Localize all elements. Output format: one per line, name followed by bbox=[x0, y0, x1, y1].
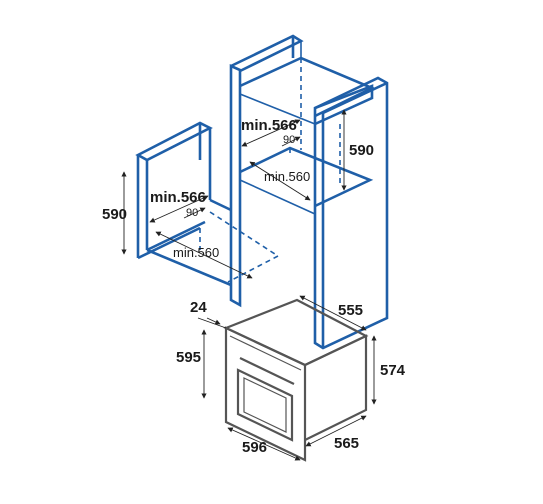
tall-height-label: 590 bbox=[349, 142, 374, 159]
oven-depth-top-label: 555 bbox=[338, 302, 363, 319]
tall-cabinet-dimensions: min.566 90 min.560 590 bbox=[241, 109, 374, 201]
base-height-label: 590 bbox=[102, 206, 127, 223]
base-gap-label: 90 bbox=[186, 207, 198, 219]
tall-cabinet bbox=[229, 34, 389, 350]
base-min-depth-label: min.560 bbox=[173, 245, 219, 260]
base-min-width-label: min.566 bbox=[150, 189, 206, 206]
oven-height-label: 595 bbox=[176, 349, 201, 366]
oven-body-height-label: 574 bbox=[380, 362, 406, 379]
tall-gap-label: 90 bbox=[283, 134, 295, 146]
base-cabinet-dimensions: 590 min.566 90 min.560 bbox=[102, 171, 253, 279]
oven-depth-label: 565 bbox=[334, 435, 359, 452]
tall-min-width-label: min.566 bbox=[241, 117, 297, 134]
oven-panel-label: 24 bbox=[190, 299, 207, 316]
oven-width-label: 596 bbox=[242, 439, 267, 456]
tall-min-depth-label: min.560 bbox=[264, 169, 310, 184]
oven-dimensions: 24 555 595 574 596 565 bbox=[176, 295, 406, 461]
